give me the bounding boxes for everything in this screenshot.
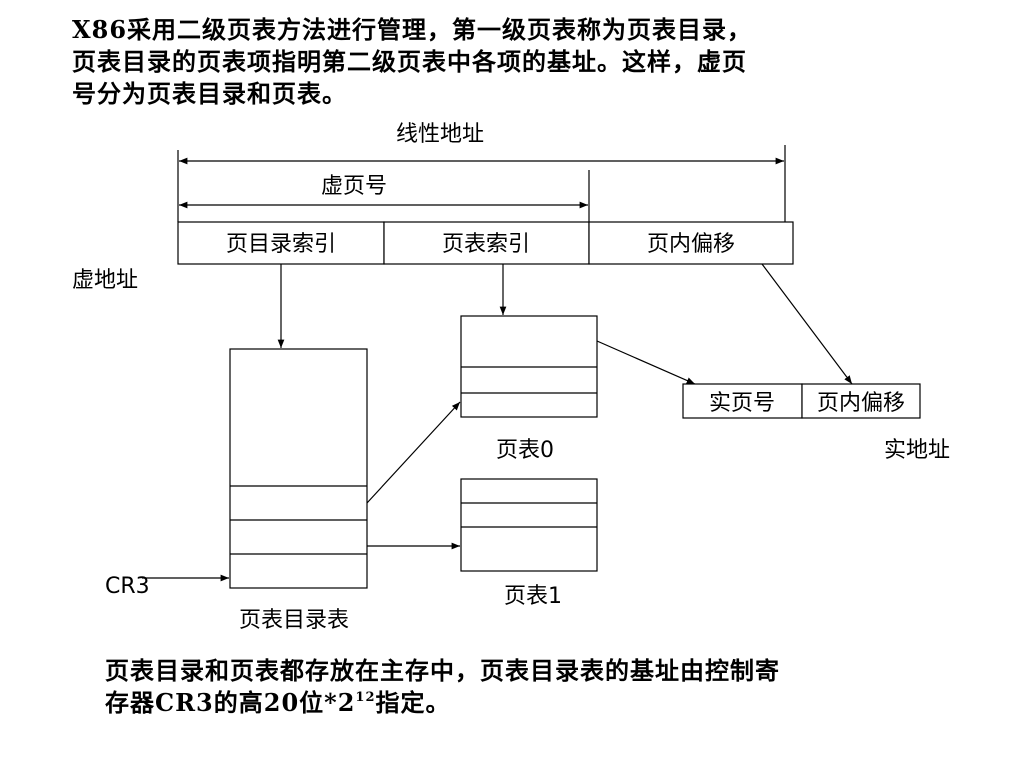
page-table-0-label: 页表0 (496, 438, 554, 463)
page-table-0-to-physical-arrow (596, 340, 696, 385)
physical-address-label: 实地址 (884, 438, 950, 463)
page-directory-label: 页表目录表 (239, 608, 349, 633)
note-exponent: 12 (355, 690, 376, 705)
physical-page-number-field (682, 383, 803, 419)
field-table-index-label: 页表索引 (442, 232, 530, 257)
page-table-1 (460, 478, 598, 572)
page-table-1-label: 页表1 (504, 584, 562, 609)
note-line-2-end: 指定。 (375, 688, 451, 717)
note-line-2-text: 存器CR3的高20位*2 (105, 688, 356, 717)
intro-line-2: 页表目录的页表项指明第二级页表中各项的基址。这样，虚页 (72, 47, 747, 76)
physical-page-number-label: 实页号 (709, 391, 775, 416)
intro-paragraph: X86采用二级页表方法进行管理，第一级页表称为页表目录， 页表目录的页表项指明第… (72, 14, 752, 110)
intro-line-1: X86采用二级页表方法进行管理，第一级页表称为页表目录， (72, 15, 753, 44)
note-line-1: 页表目录和页表都存放在主存中，页表目录表的基址由控制寄 (105, 656, 780, 685)
virtual-address-label: 虚地址 (72, 268, 138, 293)
offset-to-physical-arrow (761, 263, 853, 385)
linear-address-label: 线性地址 (396, 122, 484, 147)
directory-to-page-table-0-arrow (366, 401, 461, 504)
field-page-offset-label: 页内偏移 (647, 232, 735, 257)
physical-page-offset-label: 页内偏移 (817, 391, 905, 416)
page-directory-table (229, 348, 368, 589)
intro-line-3: 号分为页表目录和页表。 (72, 79, 347, 108)
note-line-2: 存器CR3的高20位*212指定。 (105, 687, 780, 719)
virtual-page-label: 虚页号 (321, 174, 387, 199)
field-page-offset (588, 221, 794, 265)
field-directory-index-label: 页目录索引 (226, 232, 336, 257)
physical-page-offset-field (801, 383, 921, 419)
note-paragraph: 页表目录和页表都存放在主存中，页表目录表的基址由控制寄 存器CR3的高20位*2… (105, 655, 780, 719)
